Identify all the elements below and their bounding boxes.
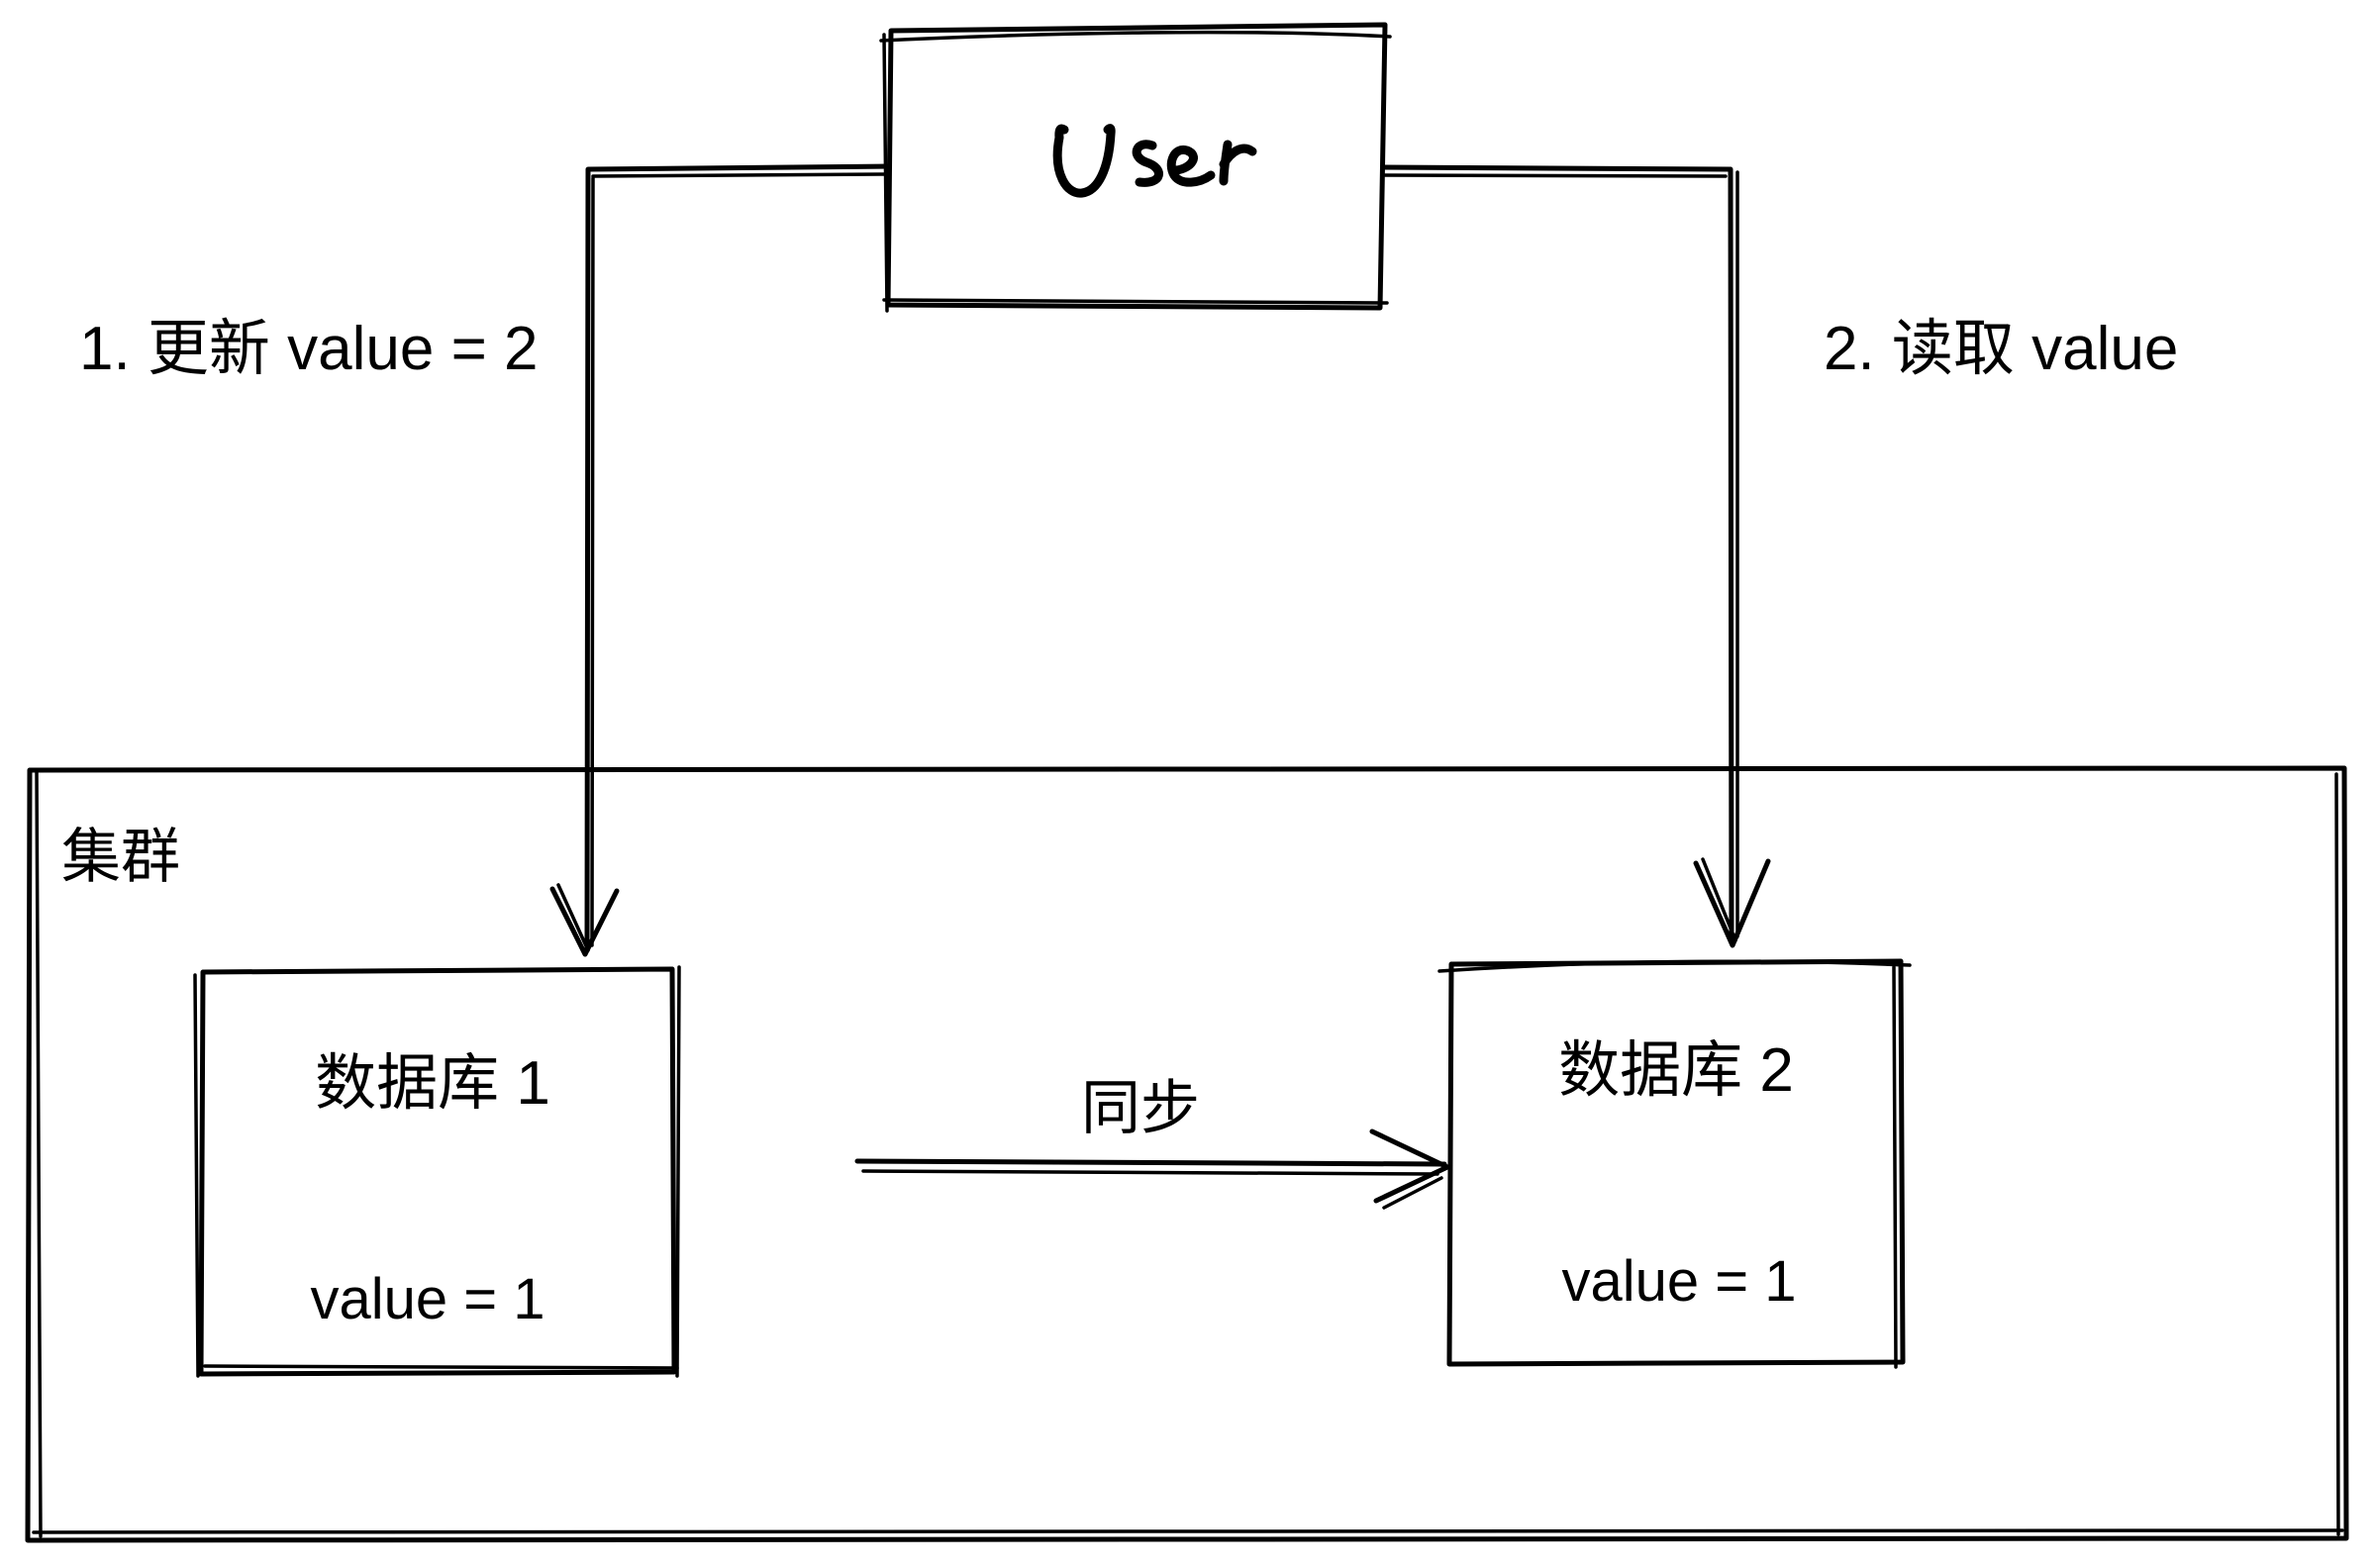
arrow-step1-double-stroke-v — [590, 176, 595, 947]
arrow-step1-arrowhead-double — [556, 883, 590, 952]
user-handwriting-letter-u — [1052, 124, 1116, 198]
cluster-box-outline — [25, 765, 2349, 1543]
database-2-box: 数据库 2 value = 1 — [1437, 958, 1912, 1369]
database-2-value: value = 1 — [1561, 1249, 1796, 1314]
arrow-step1: 1. 更新 value = 2 — [79, 163, 892, 957]
arrow-step1-arrowhead — [549, 886, 620, 957]
sync-arrow: 同步 — [854, 1075, 1450, 1210]
database-1-double-stroke-left — [193, 973, 200, 1378]
arrow-step2-double-stroke-h — [1383, 173, 1728, 178]
user-box: User — [879, 22, 1392, 313]
database-1-value: value = 1 — [310, 1267, 544, 1331]
database-1-box: 数据库 1 value = 1 — [193, 965, 681, 1378]
database-2-title: 数据库 2 — [1558, 1036, 1794, 1105]
database-1-double-stroke-right — [675, 965, 681, 1378]
cluster-label: 集群 — [61, 824, 180, 890]
arrow-step1-double-stroke-h — [591, 172, 889, 178]
arrow-step2-arrowhead-double — [1701, 857, 1737, 942]
database-1-title: 数据库 1 — [315, 1049, 550, 1118]
sync-arrowhead-double — [1382, 1176, 1443, 1210]
user-label-handwriting — [1052, 124, 1257, 198]
sync-arrow-line — [854, 1158, 1447, 1167]
user-handwriting-letter-s — [1132, 140, 1163, 187]
arrow-step1-label: 1. 更新 value = 2 — [79, 315, 539, 383]
arrow-step2-label: 2. 读取 value — [1824, 315, 2178, 383]
user-box-double-stroke-top — [879, 30, 1392, 43]
arrow-step2: 2. 读取 value — [1380, 164, 2178, 948]
arrow-step2-line — [1380, 164, 1734, 941]
user-box-double-stroke-bottom — [882, 298, 1389, 305]
cluster-box: 集群 — [25, 765, 2349, 1543]
arrow-step2-arrowhead — [1693, 858, 1771, 948]
database-2-double-stroke-top — [1437, 959, 1912, 973]
cluster-box-double-stroke-left — [35, 769, 43, 1538]
user-box-outline — [885, 22, 1388, 311]
cluster-box-double-stroke-right — [2334, 772, 2340, 1536]
sync-arrow-label: 同步 — [1081, 1075, 1200, 1141]
user-handwriting-letter-e — [1166, 145, 1216, 187]
database-1-outline — [198, 966, 677, 1377]
user-label: User — [1053, 111, 1224, 199]
cluster-box-double-stroke-bottom — [32, 1528, 2344, 1534]
sync-arrowhead — [1369, 1128, 1450, 1204]
database-1-double-stroke-bottom — [203, 1364, 679, 1370]
arrow-step1-line — [584, 163, 892, 953]
database-2-double-stroke-right — [1892, 965, 1898, 1369]
user-handwriting-letter-r — [1219, 140, 1257, 186]
sync-arrow-double-stroke — [861, 1169, 1439, 1176]
